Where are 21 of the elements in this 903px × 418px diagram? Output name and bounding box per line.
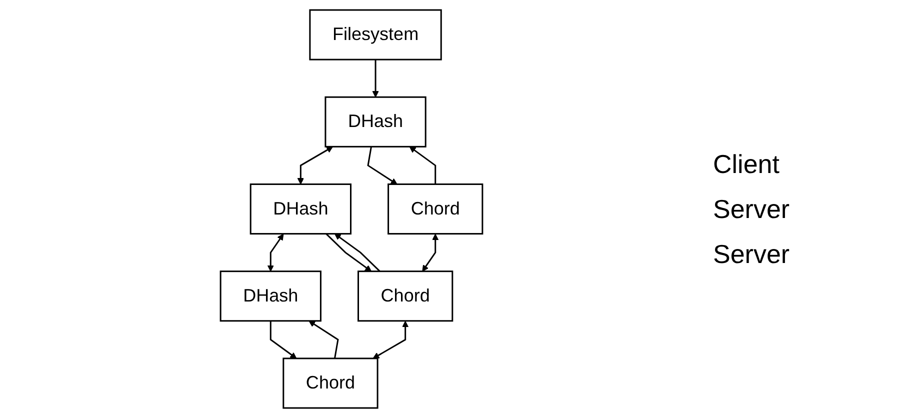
node-box: Filesystem <box>309 9 442 60</box>
arrow <box>372 60 379 98</box>
column-caption: Server <box>713 238 791 270</box>
arrow <box>308 320 339 359</box>
node-box: Chord <box>358 270 454 322</box>
arrow <box>372 320 409 359</box>
arrow <box>267 234 284 272</box>
arrow <box>297 146 333 185</box>
arrow <box>367 146 398 185</box>
arrow <box>334 233 380 272</box>
arrow <box>422 234 439 272</box>
node-box: DHash <box>324 96 426 148</box>
arrow <box>409 146 436 184</box>
column-caption: Server <box>713 194 791 224</box>
node-box: Chord <box>282 358 378 409</box>
node-box: DHash <box>250 183 352 235</box>
column-caption: Client <box>713 148 780 180</box>
node-box: DHash <box>220 270 322 322</box>
arrow <box>270 320 297 359</box>
node-box: Chord <box>388 183 484 235</box>
arrow <box>326 233 372 272</box>
